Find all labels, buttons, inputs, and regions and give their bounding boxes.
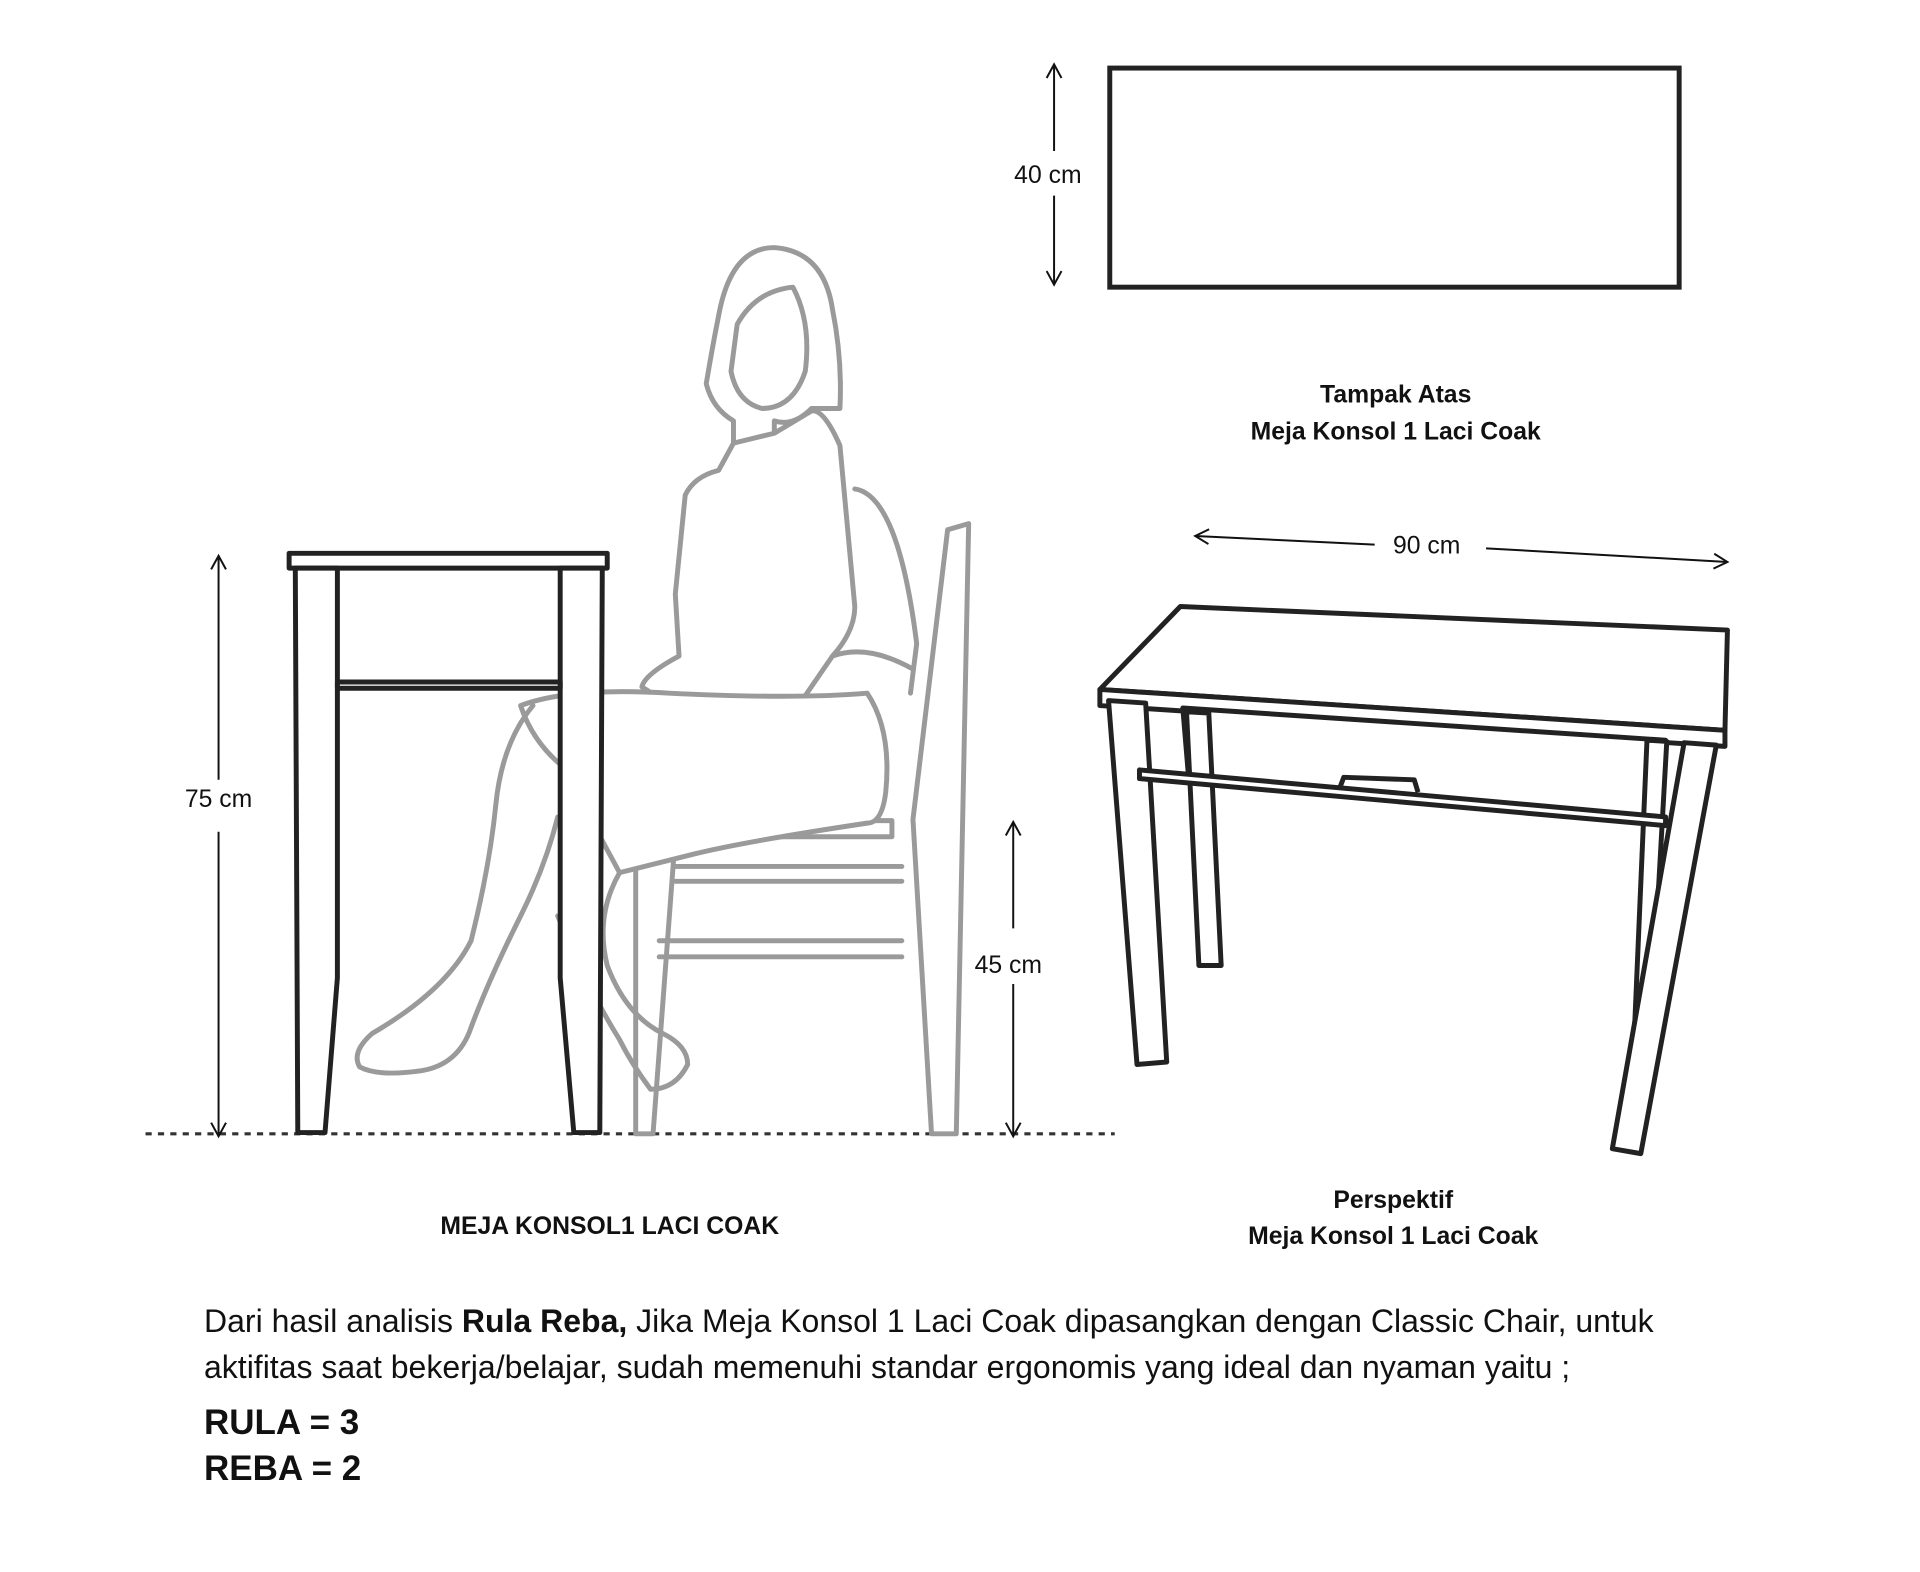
top-view: 40 cm Tampak Atas Meja Konsol 1 Laci Coa… <box>1014 62 1682 445</box>
top-view-caption-title: Tampak Atas <box>1320 381 1471 408</box>
analysis-conclusion: Jika Meja Konsol 1 Laci Coak dipasangkan… <box>204 1303 1654 1385</box>
analysis-paragraph: Dari hasil analisis Rula Reba, Jika Meja… <box>204 1298 1764 1390</box>
reba-score: REBA = 2 <box>204 1449 362 1488</box>
perspective-caption-subtitle: Meja Konsol 1 Laci Coak <box>1248 1223 1538 1250</box>
side-view-table <box>286 550 610 1136</box>
side-view-caption: MEJA KONSOL1 LACI COAK <box>440 1213 779 1240</box>
rula-score: RULA = 3 <box>204 1403 360 1442</box>
width-label: 90 cm <box>1393 532 1460 559</box>
perspective-table: Perspektif Meja Konsol 1 Laci Coak <box>1097 604 1730 1250</box>
top-view-caption-subtitle: Meja Konsol 1 Laci Coak <box>1251 418 1541 445</box>
perspective-caption-title: Perspektif <box>1333 1187 1453 1214</box>
width-dimension: 90 cm <box>1193 528 1730 570</box>
seat-height-label: 45 cm <box>975 952 1042 979</box>
height-dimension: 75 cm <box>185 553 252 1139</box>
seated-woman-figure <box>354 245 920 1092</box>
analysis-prefix: Dari hasil analisis <box>204 1303 462 1339</box>
analysis-method: Rula Reba, <box>461 1303 628 1339</box>
analysis-text: Dari hasil analisis Rula Reba, Jika Meja… <box>204 1298 1764 1492</box>
depth-label: 40 cm <box>1014 162 1081 189</box>
height-label: 75 cm <box>185 786 252 813</box>
seat-height-dimension: 45 cm <box>975 819 1042 1139</box>
